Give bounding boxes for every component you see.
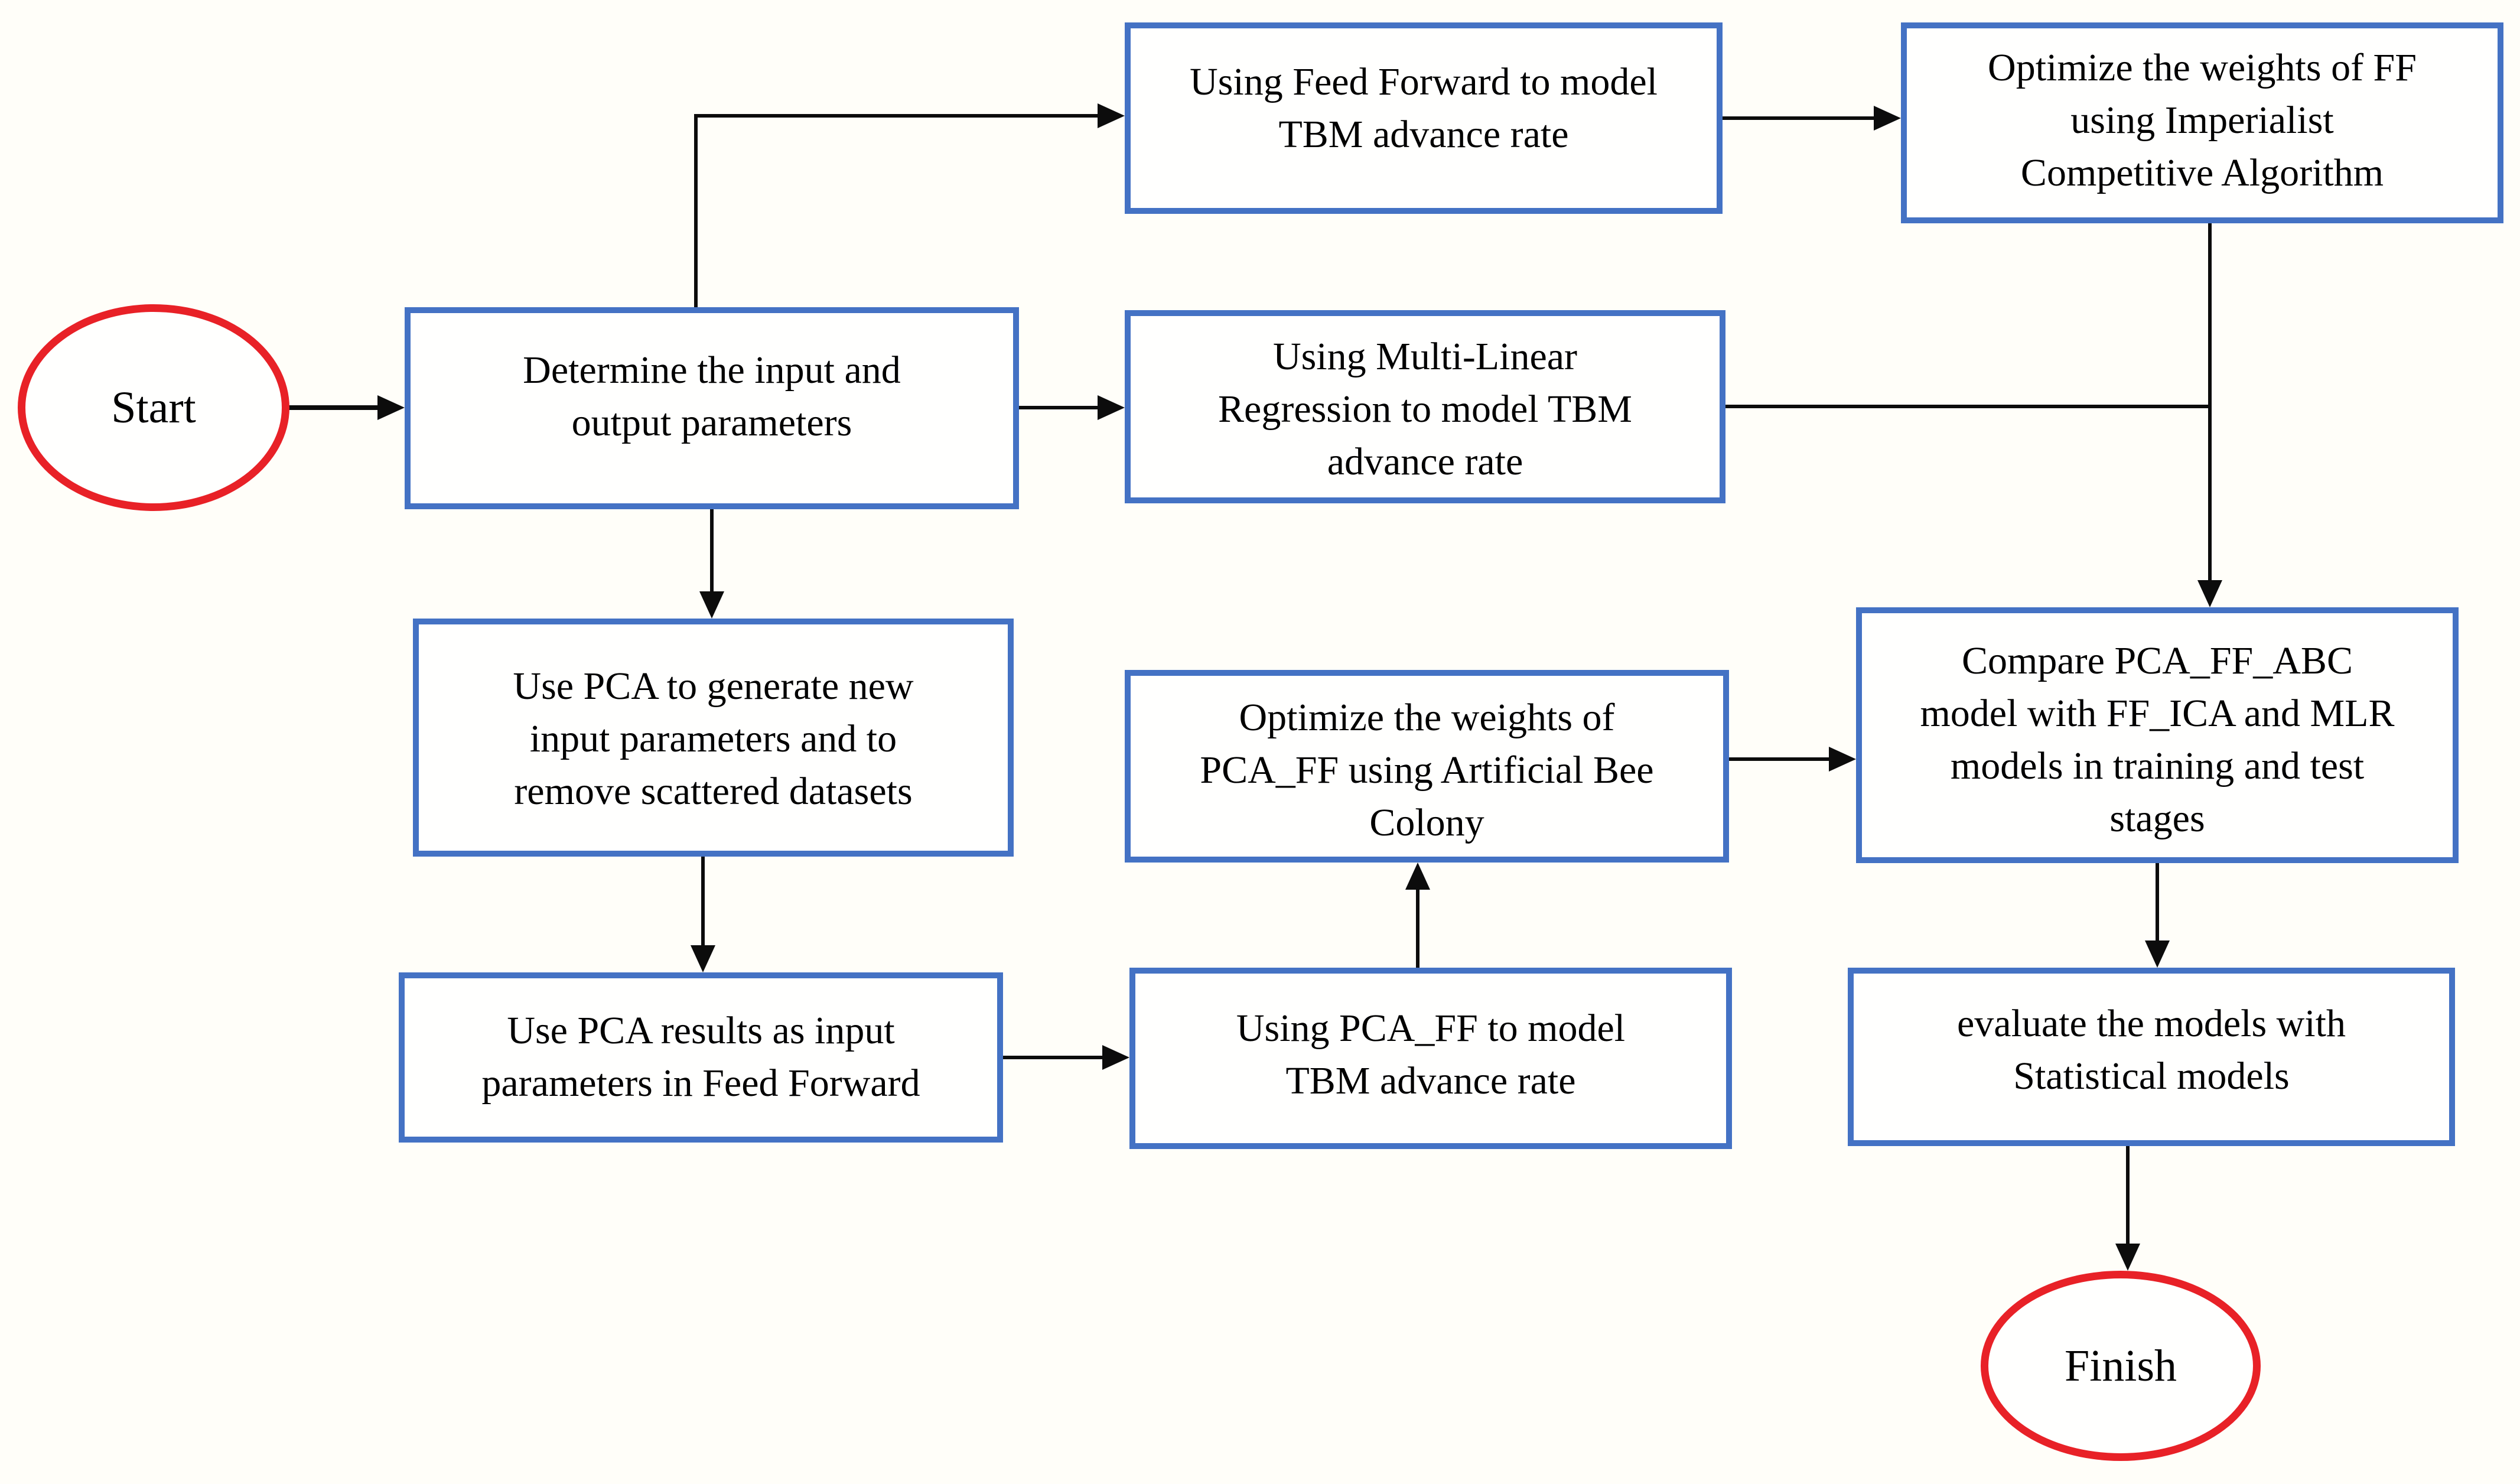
arrowhead-right-icon [377, 395, 405, 420]
finish-label: Finish [2064, 1340, 2177, 1391]
determine-label: Determine the input and output parameter… [523, 349, 901, 445]
arrow-evaluate-to-finish [2115, 1146, 2140, 1271]
arrow-pca-generate-to-pca-results [691, 857, 715, 972]
process-box-evaluate-models: evaluate the models with Statistical mod… [1848, 968, 2455, 1146]
pca-ff-label: Using PCA_FF to model TBM advance rate [1236, 1007, 1626, 1103]
arrow-mlr-ica-junction-to-compare [1725, 223, 2222, 607]
arrowhead-up-icon [1405, 863, 1430, 890]
process-box-pca-ff-model: Using PCA_FF to model TBM advance rate [1129, 968, 1732, 1149]
arrow-feed-forward-to-ica [1723, 106, 1901, 131]
process-box-optimize-ff-ica: Optimize the weights of FF using Imperia… [1901, 22, 2503, 223]
arrowhead-down-icon [699, 591, 724, 619]
process-box-pca-generate-inputs: Use PCA to generate new input parameters… [413, 619, 1014, 857]
arrowhead-down-icon [2145, 940, 2170, 968]
arrowhead-down-icon [2197, 580, 2222, 607]
arrowhead-down-icon [2115, 1244, 2140, 1271]
process-box-feed-forward-model: Using Feed Forward to model TBM advance … [1125, 22, 1723, 214]
start-label: Start [111, 382, 196, 432]
arrowhead-right-icon [1098, 395, 1125, 420]
abc-label: Optimize the weights of PCA_FF using Art… [1200, 696, 1654, 845]
process-box-multi-linear-regression: Using Multi-Linear Regression to model T… [1125, 310, 1725, 503]
arrowhead-right-icon [1874, 106, 1901, 131]
arrow-compare-to-evaluate [2145, 863, 2170, 968]
arrow-determine-to-pca-generate [699, 509, 724, 619]
arrow-determine-to-feed-forward [694, 103, 1125, 308]
process-box-compare-models: Compare PCA_FF_ABC model with FF_ICA and… [1856, 607, 2459, 863]
arrowhead-right-icon [1098, 103, 1125, 128]
evaluate-label: evaluate the models with Statistical mod… [1957, 1002, 2346, 1098]
arrow-determine-to-mlr [1019, 395, 1125, 420]
process-box-pca-results-feed-forward: Use PCA results as input parameters in F… [399, 972, 1003, 1143]
terminal-start: Start [18, 304, 289, 511]
arrow-start-to-determine [288, 395, 405, 420]
process-box-determine-parameters: Determine the input and output parameter… [405, 307, 1019, 509]
arrowhead-right-icon [1102, 1045, 1129, 1070]
arrow-abc-to-compare [1729, 747, 1856, 772]
process-box-optimize-pca-ff-abc: Optimize the weights of PCA_FF using Art… [1125, 670, 1729, 863]
pca-generate-label: Use PCA to generate new input parameters… [513, 665, 914, 813]
arrowhead-right-icon [1829, 747, 1856, 772]
arrowhead-down-icon [691, 945, 715, 972]
compare-label: Compare PCA_FF_ABC model with FF_ICA and… [1920, 639, 2395, 841]
mlr-label: Using Multi-Linear Regression to model T… [1218, 335, 1632, 484]
feed-forward-label: Using Feed Forward to model TBM advance … [1190, 60, 1658, 157]
arrow-pca-results-to-pca-ff [1003, 1045, 1129, 1070]
arrow-pca-ff-to-abc [1405, 863, 1430, 969]
pca-results-label: Use PCA results as input parameters in F… [481, 1009, 920, 1105]
ica-label: Optimize the weights of FF using Imperia… [1988, 46, 2417, 195]
terminal-finish: Finish [1981, 1271, 2261, 1461]
